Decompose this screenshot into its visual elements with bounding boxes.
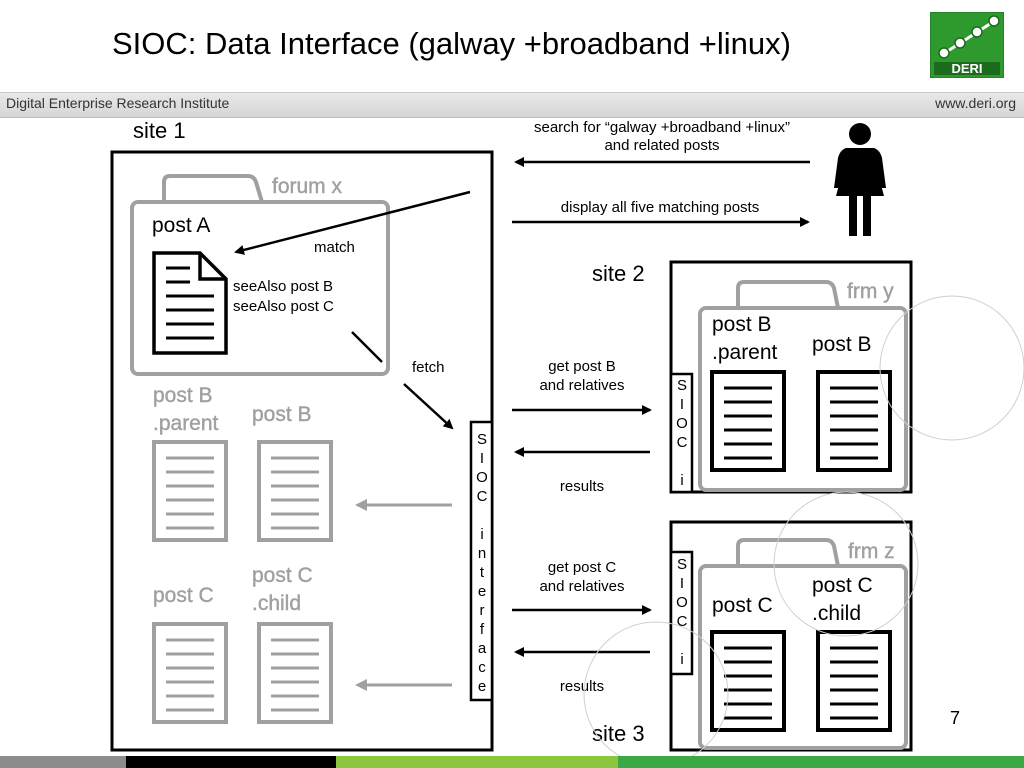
- s1-post-c-child-line2: .child: [252, 592, 301, 615]
- site1-label: site 1: [133, 118, 186, 143]
- s2-post-b-parent-line1: post B: [712, 313, 772, 336]
- site2-sioc-interface-bar: [669, 372, 694, 494]
- interface-letter: C: [477, 488, 488, 505]
- s1-post-c-document-icon: [152, 622, 228, 724]
- s3-post-c-child-line2: .child: [812, 602, 861, 625]
- s2-post-b-document-icon: [816, 370, 892, 472]
- s1-post-b-parent-line2: .parent: [153, 412, 219, 435]
- interface-letter: O: [676, 594, 688, 611]
- interface-letter: S: [677, 556, 687, 573]
- interface-letter: S: [477, 431, 487, 448]
- s2-post-b-label: post B: [812, 333, 872, 356]
- fetch-arrow: [403, 383, 454, 430]
- page-number: 7: [950, 708, 961, 728]
- bottom-band-green: [618, 756, 1024, 768]
- s3-post-c-label: post C: [712, 594, 773, 617]
- interface-letter: n: [478, 545, 486, 562]
- s1-post-b-label: post B: [252, 403, 312, 426]
- s1-post-b-parent-line1: post B: [153, 384, 213, 407]
- interface-letter: e: [478, 583, 486, 600]
- interface-letter: a: [478, 640, 487, 657]
- frm-z-label: frm z: [848, 540, 895, 563]
- site1-sioc-interface-bar: [469, 420, 494, 702]
- slide-title: SIOC: Data Interface (galway +broadband …: [112, 26, 791, 61]
- deri-logo: DERI: [930, 12, 1004, 78]
- interface-letter: t: [480, 564, 485, 581]
- s3-post-c-child-line1: post C: [812, 574, 873, 597]
- s3-post-c-child-document-icon: [816, 630, 892, 732]
- interface-letter: I: [680, 396, 684, 413]
- interface-letter: I: [480, 450, 484, 467]
- s1-post-c-label: post C: [153, 584, 214, 607]
- site3-request-line2: and relatives: [539, 578, 624, 595]
- site3-request-line1: get post C: [548, 559, 617, 576]
- header-band: [0, 92, 1024, 118]
- s1-post-b-parent-document-icon: [152, 440, 228, 542]
- match-label: match: [314, 239, 355, 256]
- s1-post-c-child-line1: post C: [252, 564, 313, 587]
- interface-letter: C: [677, 434, 688, 451]
- site3-sioc-interface-bar: [669, 550, 694, 676]
- site3-results-label: results: [560, 678, 604, 695]
- site2-label: site 2: [592, 261, 645, 286]
- interface-letter: r: [480, 602, 485, 619]
- see-also-post-c: seeAlso post C: [233, 298, 334, 315]
- site2-results-label: results: [560, 478, 604, 495]
- display-results-label: display all five matching posts: [561, 199, 759, 216]
- s2-post-b-parent-document-icon: [710, 370, 786, 472]
- interface-letter: O: [676, 415, 688, 432]
- frm-y-label: frm y: [847, 280, 894, 303]
- site3-label: site 3: [592, 721, 645, 746]
- bottom-band-lime: [336, 756, 618, 768]
- interface-letter: f: [480, 621, 485, 638]
- bottom-band-gray: [0, 756, 126, 768]
- interface-letter: S: [677, 377, 687, 394]
- interface-letter: I: [680, 575, 684, 592]
- user-person-icon: [834, 123, 886, 236]
- decorative-circle: [773, 491, 919, 637]
- post-a-document-icon: [152, 251, 228, 355]
- interface-letter: i: [480, 526, 483, 543]
- see-also-post-b: seeAlso post B: [233, 278, 333, 295]
- search-request-line2: and related posts: [604, 137, 719, 154]
- interface-letter: i: [680, 472, 683, 489]
- interface-letter: c: [478, 659, 486, 676]
- frm-z-folder: [698, 538, 908, 750]
- fetch-arrow-upper: [351, 331, 383, 363]
- forum-x-label: forum x: [272, 175, 343, 198]
- fetch-label: fetch: [412, 359, 445, 376]
- s1-post-c-child-document-icon: [257, 622, 333, 724]
- s1-post-b-document-icon: [257, 440, 333, 542]
- forum-x-folder: [130, 174, 390, 376]
- frm-y-folder: [698, 280, 908, 492]
- logo-text: DERI: [951, 61, 982, 76]
- interface-letter: e: [478, 678, 486, 695]
- bottom-band-black: [126, 756, 336, 768]
- interface-letter: O: [476, 469, 488, 486]
- website-url: www.deri.org: [935, 95, 1016, 111]
- post-a-label: post A: [152, 214, 210, 237]
- institute-name: Digital Enterprise Research Institute: [6, 95, 230, 111]
- match-arrow: [234, 190, 471, 255]
- interface-letter: i: [680, 651, 683, 668]
- decorative-circle: [879, 295, 1024, 441]
- interface-letter: C: [677, 613, 688, 630]
- s3-post-c-document-icon: [710, 630, 786, 732]
- s2-post-b-parent-line2: .parent: [712, 341, 778, 364]
- site2-request-line2: and relatives: [539, 377, 624, 394]
- site2-request-line1: get post B: [548, 358, 616, 375]
- search-request-line1: search for “galway +broadband +linux”: [534, 119, 790, 136]
